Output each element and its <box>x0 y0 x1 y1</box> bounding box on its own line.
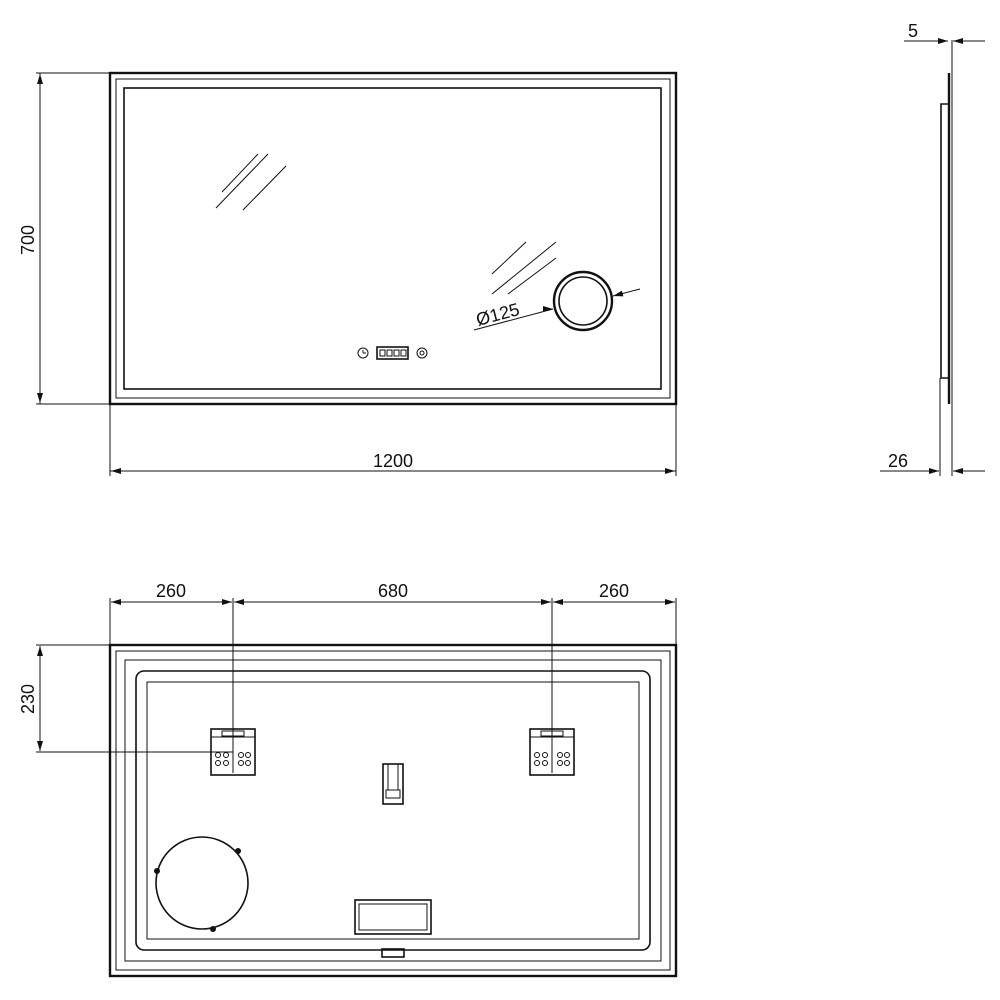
rear-outer-frame <box>108 643 678 978</box>
cable-outlet <box>381 948 405 958</box>
magnifier-back <box>154 836 249 932</box>
right-offset-label: 260 <box>599 581 629 601</box>
clock-icon[interactable] <box>357 347 369 359</box>
digital-display <box>376 346 409 360</box>
side-profile <box>940 103 949 379</box>
power-driver-box <box>354 899 432 935</box>
thickness-bottom-label: 26 <box>888 451 908 471</box>
rear-frame-3 <box>124 659 662 962</box>
center-span-label: 680 <box>378 581 408 601</box>
mirror-inner-frame <box>115 78 671 399</box>
width-label: 1200 <box>373 451 413 471</box>
left-offset-label: 260 <box>156 581 186 601</box>
reflection-lines-2 <box>491 241 557 295</box>
center-connector <box>382 763 404 805</box>
touch-sensor-icon[interactable] <box>416 347 428 359</box>
magnifier-dim-arrow <box>612 288 641 297</box>
mount-height-label: 230 <box>18 684 38 714</box>
magnifier-inner <box>558 276 608 326</box>
height-label: 700 <box>18 225 38 255</box>
thickness-top-label: 5 <box>908 21 918 41</box>
magnifier-diameter-label: Ø125 <box>474 299 522 330</box>
magnifier-dim-leader <box>473 308 554 331</box>
rear-panel-inner <box>146 681 640 940</box>
mirror-glass <box>123 87 662 390</box>
magnifier-outer <box>552 270 614 332</box>
front-view: Ø125 700 1200 <box>18 71 678 476</box>
rear-frame-2 <box>115 650 671 971</box>
reflection-lines-1 <box>215 153 287 211</box>
rear-view: 260 680 260 230 <box>18 581 678 978</box>
rear-panel-outer <box>135 670 651 951</box>
mirror-outer-frame <box>108 71 678 406</box>
side-view: 5 26 <box>880 21 985 476</box>
